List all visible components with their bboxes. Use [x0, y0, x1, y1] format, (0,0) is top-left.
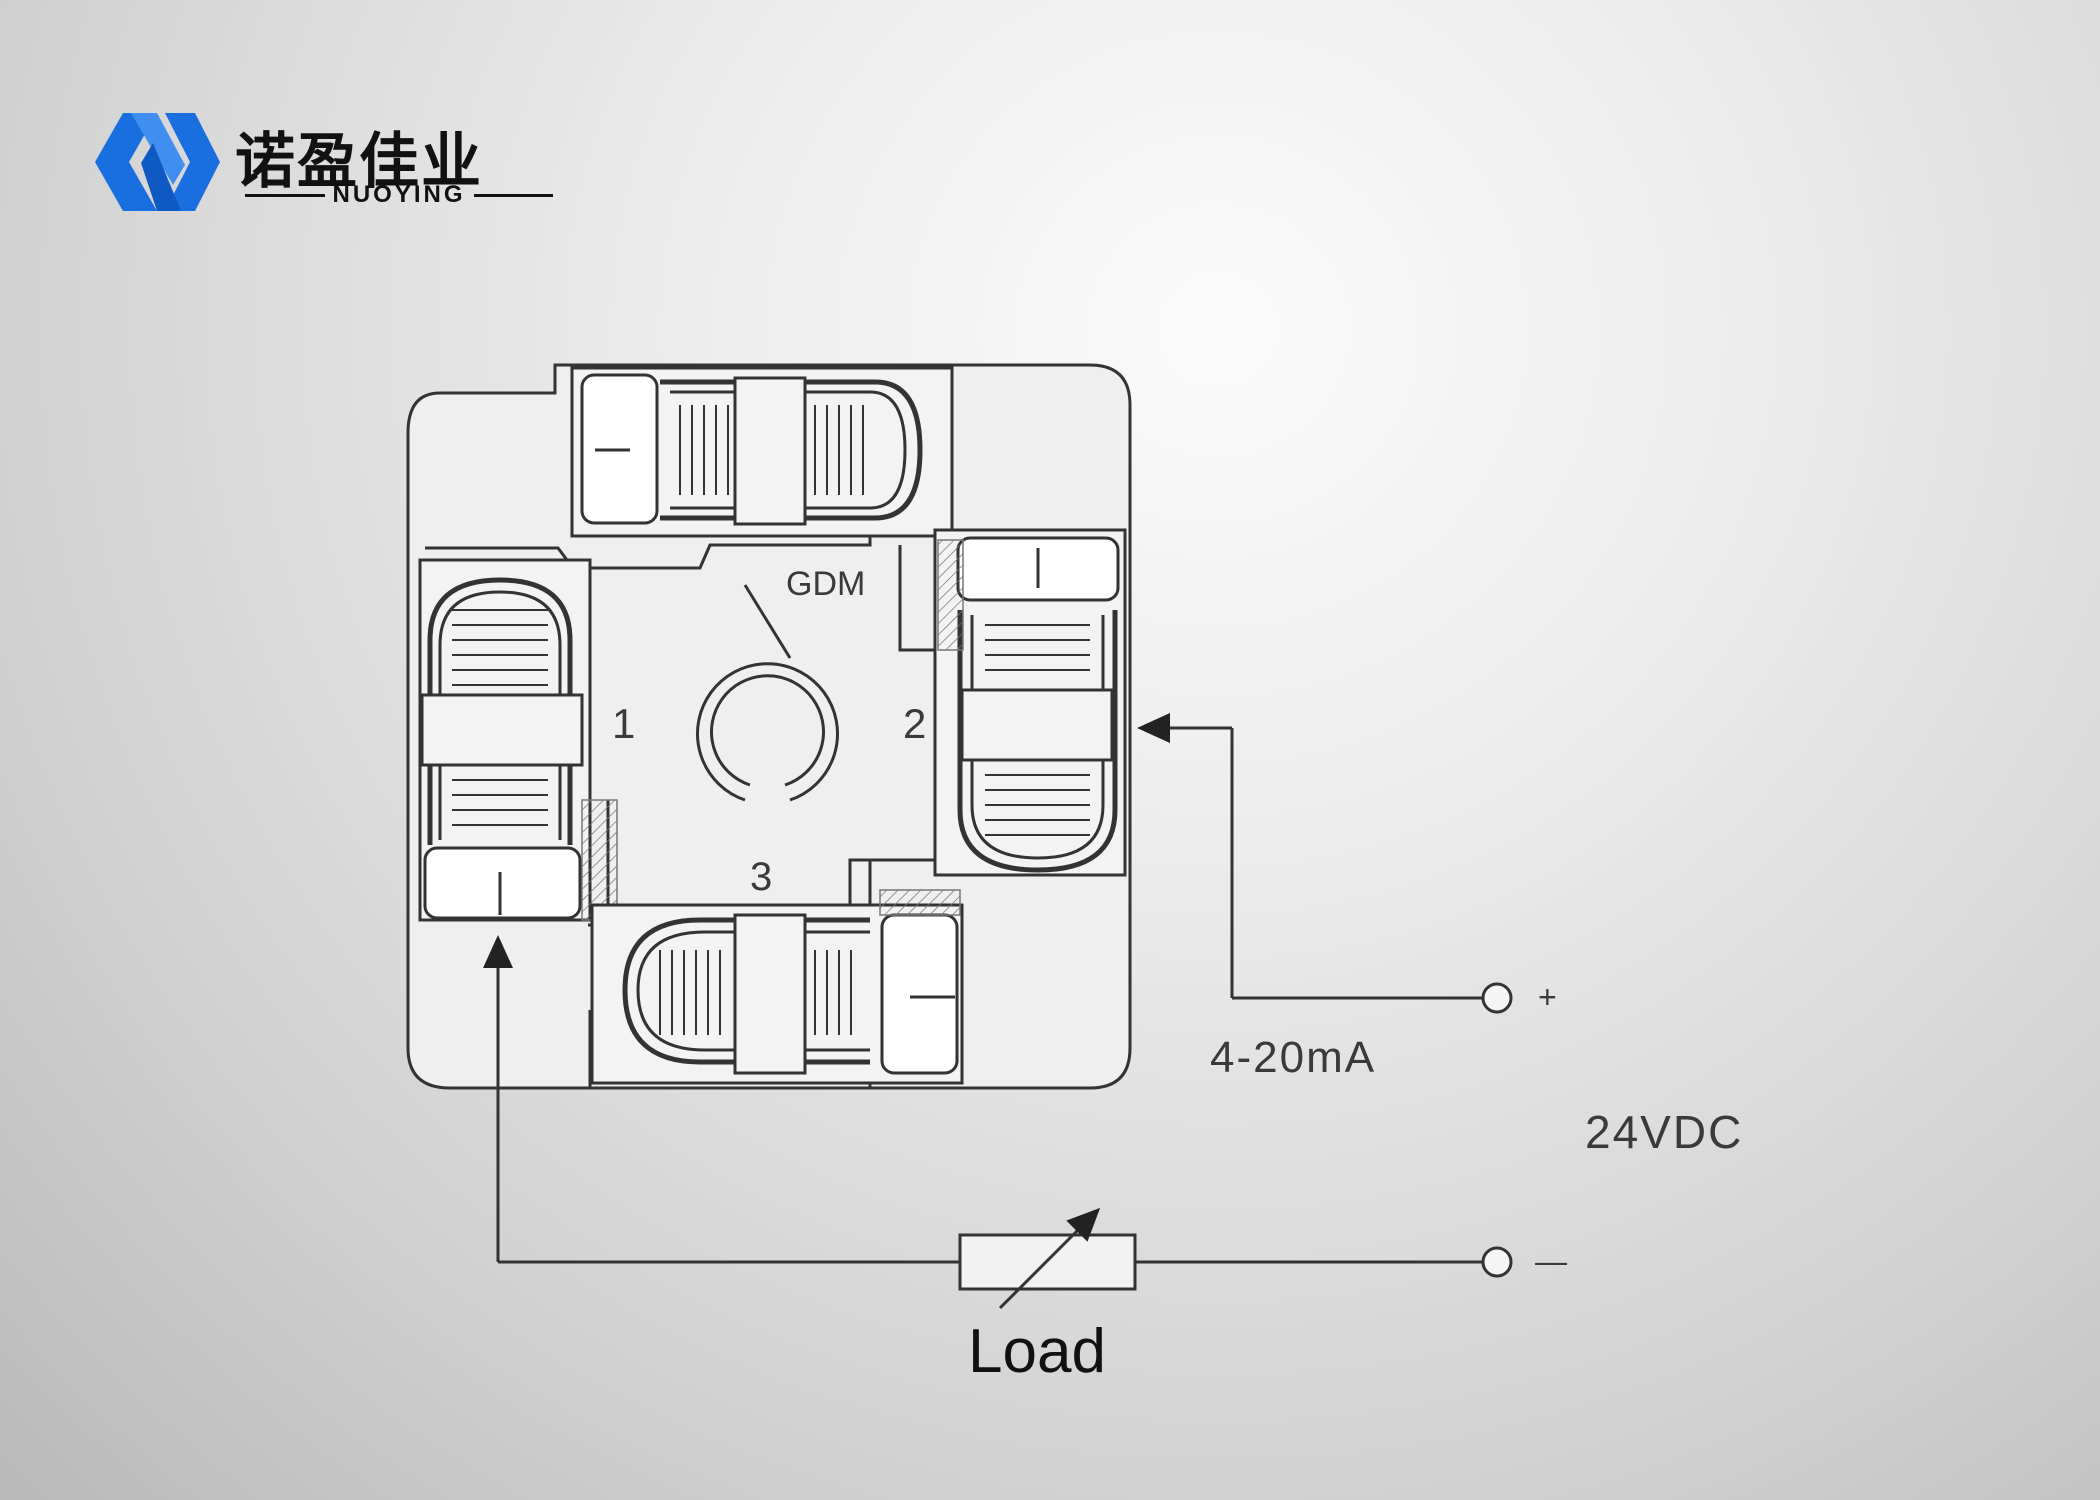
- load-label: Load: [968, 1317, 1106, 1386]
- brand-rule-right: [473, 193, 554, 197]
- positive-terminal-icon: [1481, 982, 1513, 1014]
- brand-rule-left: [245, 193, 325, 197]
- nuoying-logo-icon: [95, 113, 220, 211]
- device-label: GDM: [786, 565, 865, 603]
- brand-name-cn: 诺盈佳业: [235, 127, 483, 197]
- brand-logo: 诺盈佳业 NUOYING: [95, 105, 554, 225]
- terminal-block-3: [590, 889, 964, 1085]
- brand-name-en: NUOYING: [237, 181, 561, 209]
- terminal-block-2: [933, 528, 1127, 877]
- terminal-block-top: [570, 366, 954, 538]
- supply-label: 24VDC: [1585, 1106, 1743, 1158]
- minus-label: —: [1535, 1243, 1567, 1279]
- wiring: [483, 713, 1497, 1264]
- terminal-3-label: 3: [750, 855, 772, 899]
- terminal-1-label: 1: [612, 700, 635, 747]
- brand-name-en-text: NUOYING: [332, 181, 466, 208]
- terminal-block-1: [418, 558, 618, 922]
- signal-label: 4-20mA: [1210, 1033, 1376, 1082]
- variable-resistor-icon: [958, 1207, 1137, 1310]
- terminal-2-label: 2: [903, 700, 926, 747]
- plus-label: +: [1538, 979, 1557, 1015]
- ground-ring: [696, 584, 839, 802]
- negative-terminal-icon: [1481, 1246, 1513, 1278]
